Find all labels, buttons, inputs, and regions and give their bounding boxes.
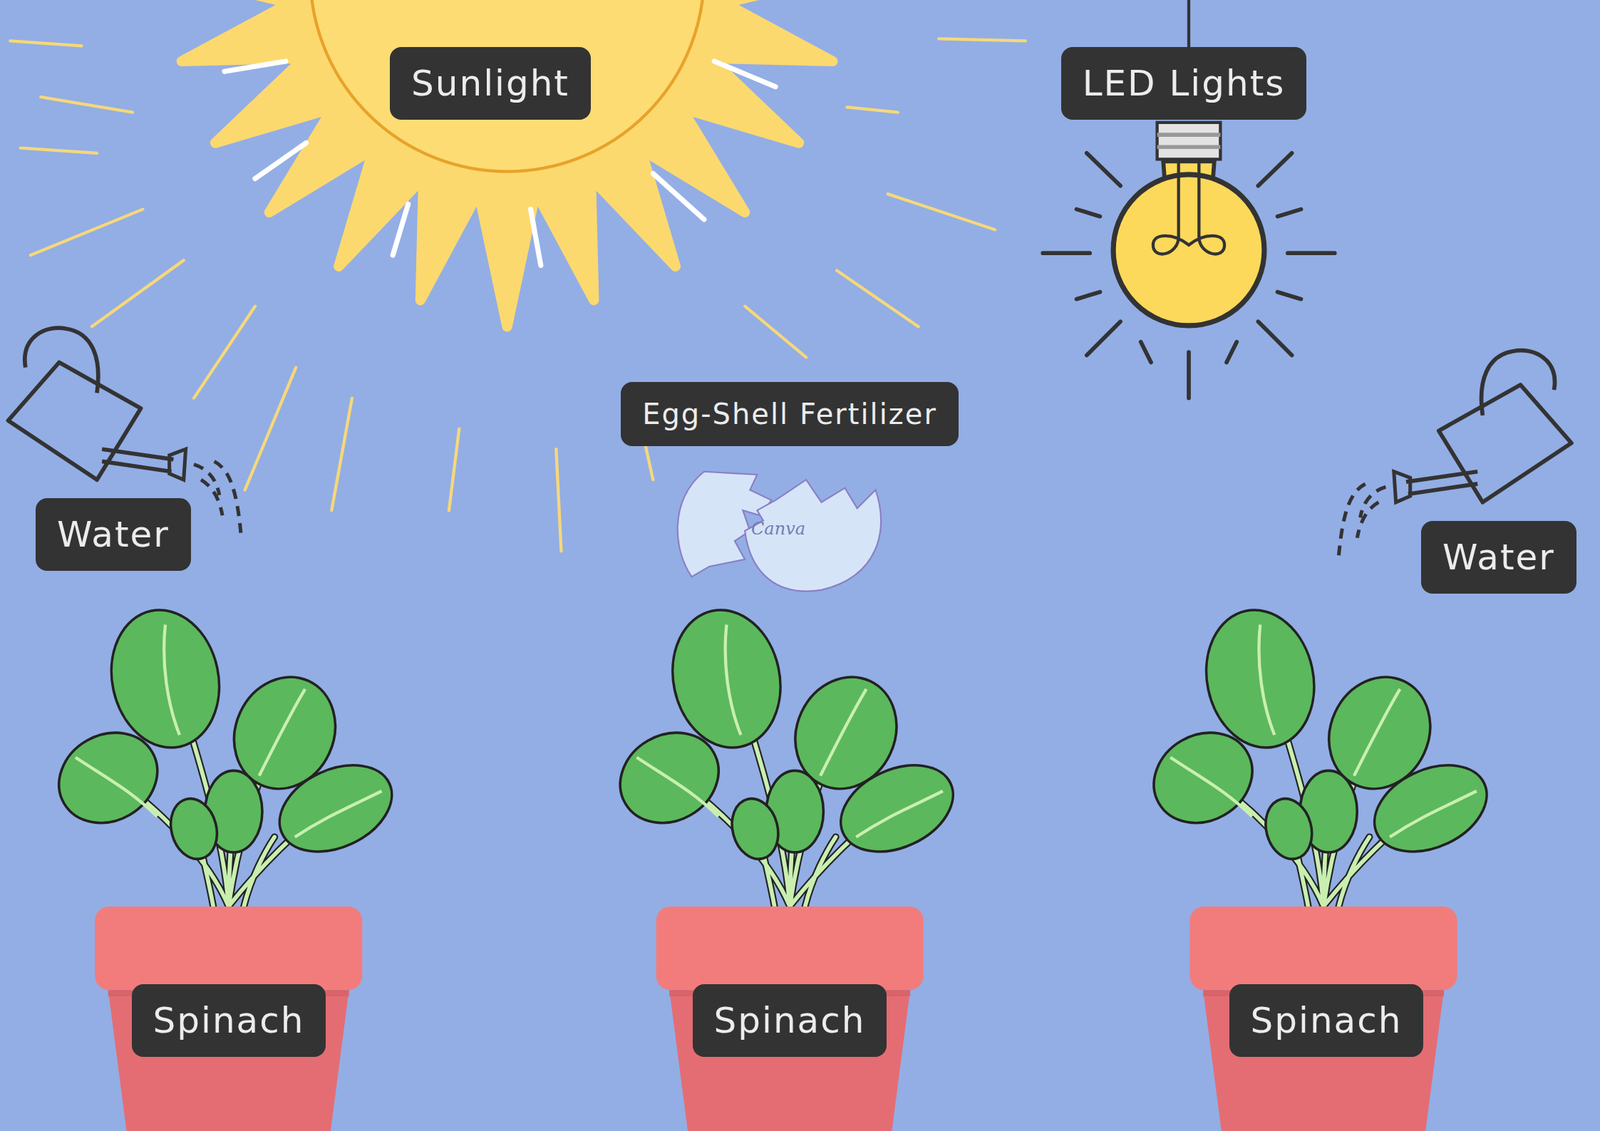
node-text: Sunlight	[411, 61, 570, 107]
label-box: Water	[1421, 520, 1577, 595]
pot-label: Spinach	[1229, 984, 1424, 1058]
spinach-plant	[42, 600, 407, 1131]
eggshell	[677, 471, 881, 592]
node-text: Spinach	[153, 998, 306, 1044]
pot-label: Spinach	[692, 984, 888, 1058]
node-text: Water	[57, 512, 170, 558]
label-box: LED Lights	[1061, 47, 1308, 121]
watermark: Canva	[751, 518, 806, 539]
label-box: Egg-Shell Fertilizer	[620, 382, 959, 447]
spinach-plant	[603, 600, 968, 1131]
spinach-plant	[1137, 600, 1501, 1131]
label-box: Water	[35, 498, 192, 572]
node-text: Water	[1442, 535, 1556, 581]
led-bulb	[1042, 0, 1335, 399]
pot-label: Spinach	[131, 984, 327, 1058]
node-text: Spinach	[714, 998, 866, 1044]
node-text: Spinach	[1250, 998, 1403, 1044]
label-box: Sunlight	[389, 47, 591, 121]
node-text: LED Lights	[1082, 61, 1286, 107]
node-text: Egg-Shell Fertilizer	[642, 396, 938, 432]
